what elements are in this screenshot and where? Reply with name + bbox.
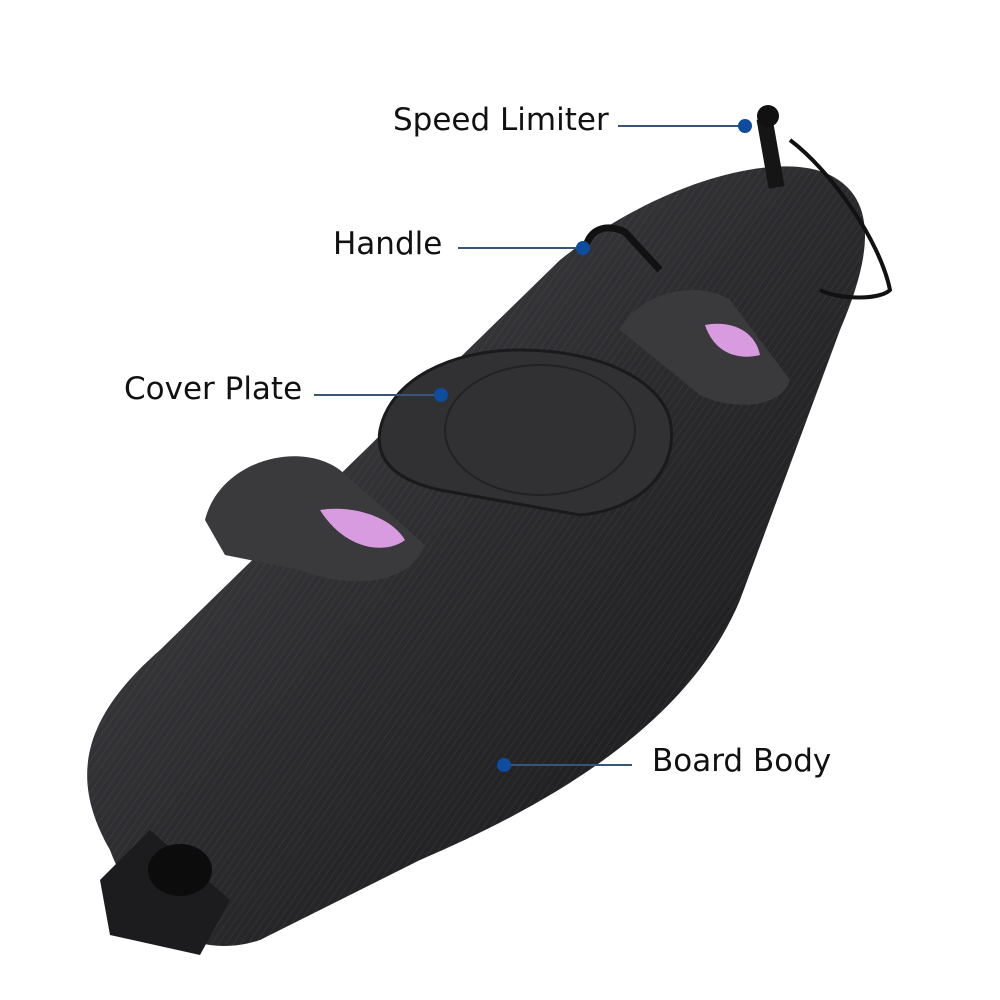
speed-limiter-label: Speed Limiter <box>393 102 609 138</box>
cover-plate-dot <box>434 388 448 402</box>
cover-plate-leader-line <box>314 394 441 396</box>
board-body-dot <box>497 758 511 772</box>
speed-limiter-shape <box>756 105 893 300</box>
handle-label: Handle <box>333 226 443 262</box>
cover-plate-shape <box>377 348 673 517</box>
handle-dot <box>576 241 590 255</box>
board-body-leader-line <box>505 764 632 766</box>
board-body-shape <box>87 166 866 955</box>
front-footpad <box>620 290 790 405</box>
speed-limiter-dot <box>738 119 752 133</box>
rear-footpad <box>205 456 425 582</box>
speed-limiter-leader-line <box>618 125 745 127</box>
board-body-label: Board Body <box>652 743 832 779</box>
handle-leader-line <box>458 247 583 249</box>
cover-plate-label: Cover Plate <box>124 371 303 407</box>
